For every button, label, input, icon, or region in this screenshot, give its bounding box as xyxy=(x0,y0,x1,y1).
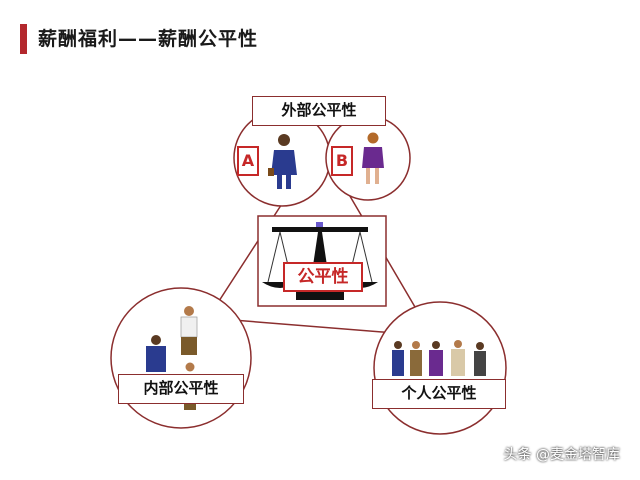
external-fairness-label: 外部公平性 xyxy=(252,96,386,126)
personal-group-illustration xyxy=(392,340,486,376)
fairness-label: 公平性 xyxy=(283,262,363,292)
internal-group-illustration xyxy=(146,306,198,410)
watermark: 头条 @麦金塔智库 xyxy=(503,447,620,463)
internal-fairness-label: 内部公平性 xyxy=(118,374,244,404)
person-b-illustration xyxy=(362,132,384,184)
person-a-illustration xyxy=(268,134,297,189)
label-b: B xyxy=(331,146,353,176)
title-accent-bar xyxy=(20,24,27,54)
personal-fairness-label: 个人公平性 xyxy=(372,379,506,409)
circle-internal xyxy=(110,287,252,429)
label-a: A xyxy=(237,146,259,176)
page-title: 薪酬福利——薪酬公平性 xyxy=(38,28,259,50)
